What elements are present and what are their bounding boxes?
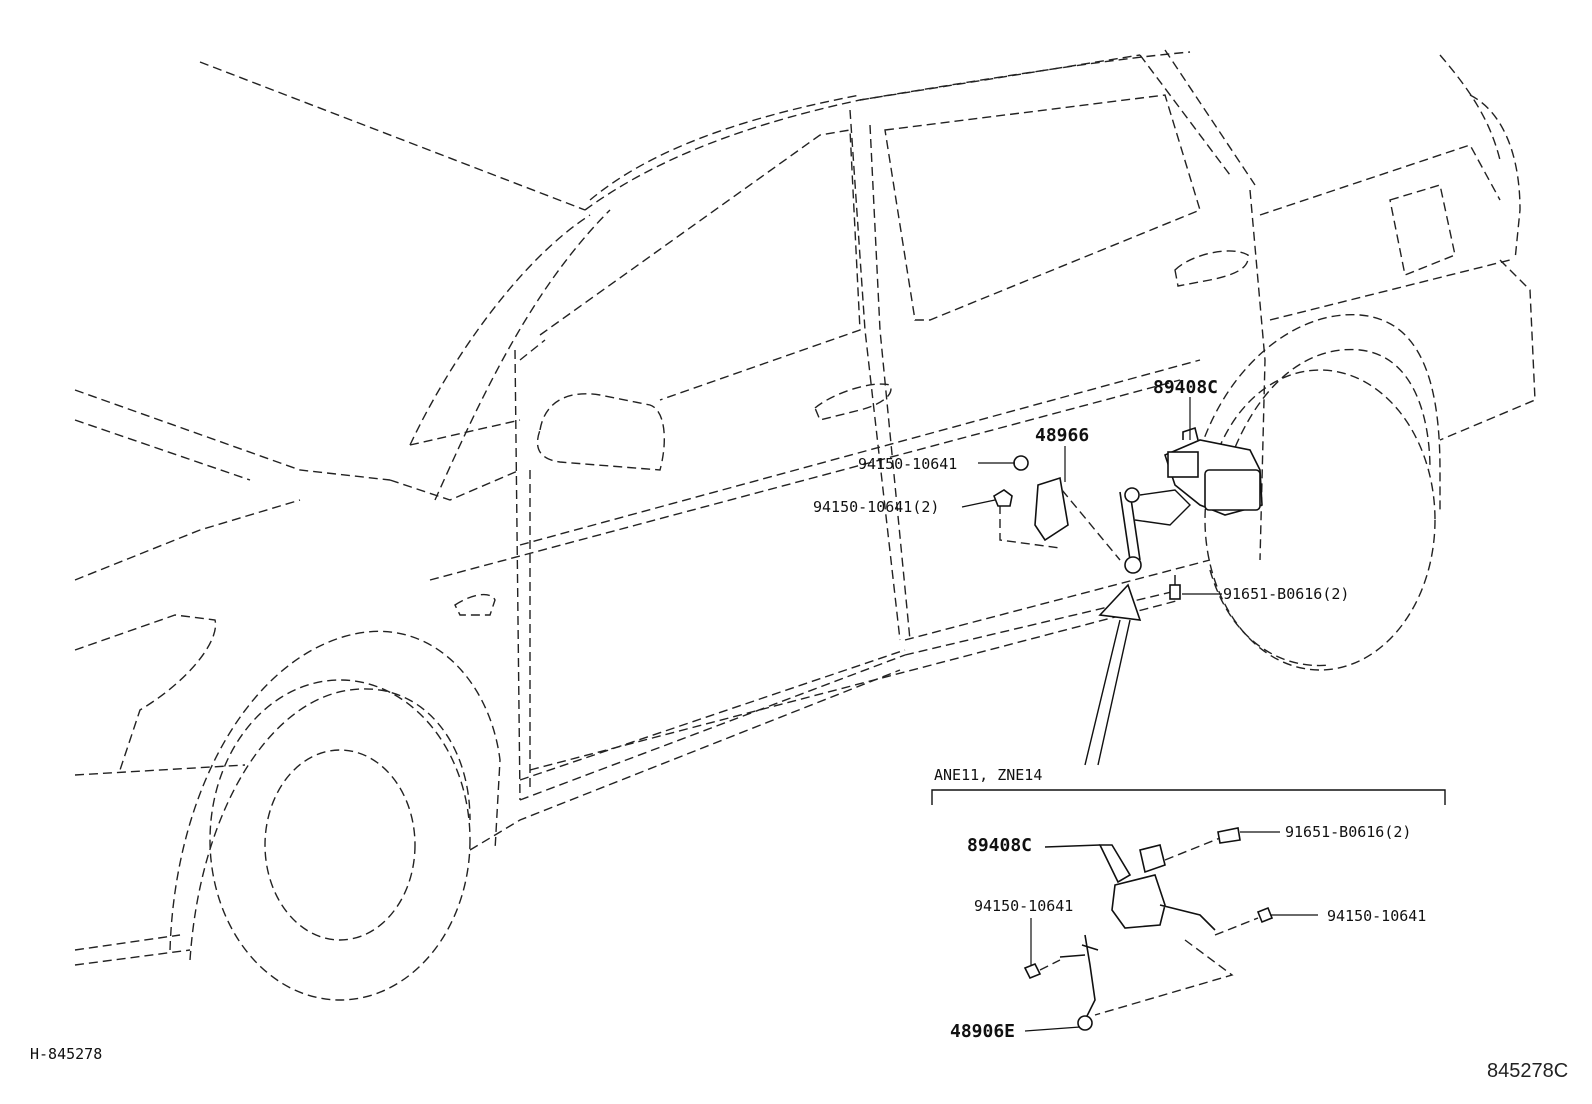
- label-94150-inset-right: 94150-10641: [1327, 907, 1426, 925]
- label-91651-inset: 91651-B0616(2): [1285, 823, 1411, 841]
- label-94150-upper: 94150-10641: [858, 455, 957, 473]
- label-91651-main: 91651-B0616(2): [1223, 585, 1349, 603]
- nut-icon: [1094, 906, 1274, 1016]
- variant-inset: [931, 789, 1446, 1032]
- label-94150-inset-left: 94150-10641: [974, 897, 1073, 915]
- bolt-icon: [1169, 575, 1181, 600]
- sensor-icon: [1044, 844, 1216, 931]
- link-rod-icon: [1059, 934, 1099, 1031]
- variant-header: ANE11, ZNE14: [934, 766, 1042, 784]
- label-89408c-inset: 89408C: [967, 835, 1032, 856]
- nut-icon: [993, 455, 1029, 507]
- label-48906e: 48906E: [950, 1021, 1015, 1042]
- nut-icon: [1023, 959, 1061, 980]
- bolt-icon: [1164, 827, 1241, 861]
- bracket-icon: [999, 476, 1121, 561]
- vehicle-outline: [74, 49, 1536, 1001]
- label-89408c-main: 89408C: [1153, 377, 1218, 398]
- height-sensor-assembly: [961, 397, 1263, 766]
- label-94150-lower: 94150-10641(2): [813, 498, 939, 516]
- link-rod-icon: [1119, 487, 1142, 574]
- reference-code-left: H-845278: [30, 1045, 102, 1063]
- reference-code-right: 845278C: [1487, 1060, 1568, 1082]
- sensor-icon: [1134, 426, 1263, 526]
- label-48966: 48966: [1035, 425, 1089, 446]
